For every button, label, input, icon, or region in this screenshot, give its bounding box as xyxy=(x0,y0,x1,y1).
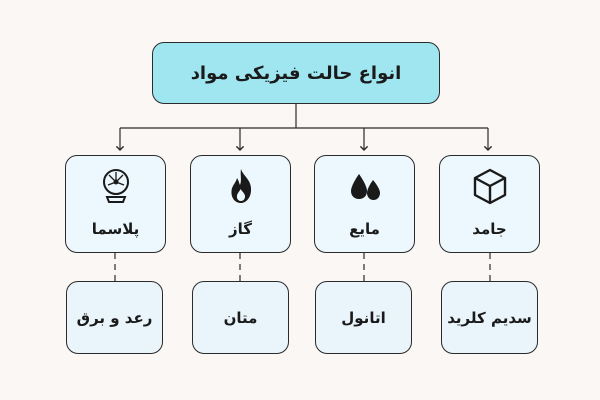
example-label-plasma: رعد و برق xyxy=(76,308,153,327)
example-label-liquid: اتانول xyxy=(341,308,386,327)
example-solid: سدیم کلرید xyxy=(441,281,538,354)
category-label-solid: جامد xyxy=(472,220,507,238)
category-solid: جامد xyxy=(439,155,540,253)
example-plasma: رعد و برق xyxy=(66,281,163,354)
category-label-liquid: مایع xyxy=(349,220,380,238)
flame-icon xyxy=(230,169,251,203)
category-label-gas: گاز xyxy=(229,220,252,238)
example-label-gas: متان xyxy=(223,308,258,327)
category-label-plasma: پلاسما xyxy=(91,220,140,238)
cube-icon xyxy=(473,168,506,205)
title-text: انواع حالت فیزیکی مواد xyxy=(190,62,402,84)
category-plasma: پلاسما xyxy=(65,155,166,253)
diagram-title: انواع حالت فیزیکی مواد xyxy=(152,42,440,104)
example-liquid: اتانول xyxy=(315,281,412,354)
category-gas: گاز xyxy=(190,155,291,253)
category-liquid: مایع xyxy=(314,155,415,253)
example-gas: متان xyxy=(192,281,289,354)
water-drops-icon xyxy=(350,174,380,200)
plasma-ball-icon xyxy=(102,169,129,203)
example-label-solid: سدیم کلرید xyxy=(447,308,532,327)
